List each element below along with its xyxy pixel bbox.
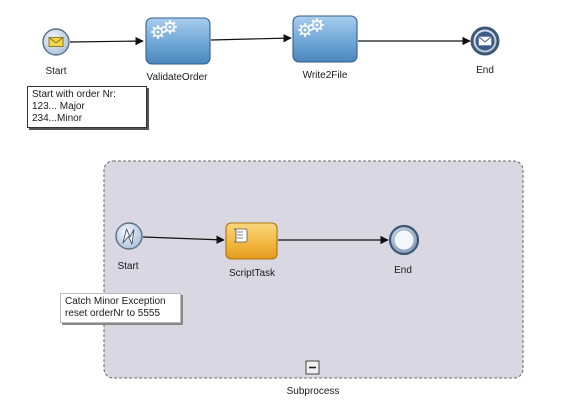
subprocess-start-event[interactable] [115, 222, 143, 250]
flow-start-to-validate[interactable] [69, 36, 144, 46]
annotation-line: Catch Minor Exception [65, 296, 166, 307]
envelope-icon [48, 37, 64, 47]
flow-validate-to-write[interactable] [210, 33, 292, 43]
subprocess-end-event[interactable] [388, 224, 420, 256]
subprocess-container[interactable] [103, 160, 524, 379]
subprocess-annotation[interactable]: Catch Minor Exception reset orderNr to 5… [60, 293, 181, 323]
start-annotation[interactable]: Start with order Nr: 123... Major 234...… [27, 86, 147, 128]
write2file-task[interactable] [292, 15, 358, 63]
subprocess-end-label: End [394, 265, 412, 276]
envelope-icon [478, 36, 492, 46]
script-task-label: ScriptTask [228, 268, 276, 279]
start-event-label: Start [45, 66, 67, 77]
subprocess-collapse-icon[interactable] [305, 360, 320, 375]
error-icon [122, 228, 135, 245]
validate-order-label: ValidateOrder [146, 72, 208, 83]
end-event[interactable] [470, 26, 500, 56]
end-event-label: End [476, 65, 494, 76]
annotation-line: reset orderNr to 5555 [65, 308, 161, 319]
start-event[interactable] [42, 28, 70, 56]
validate-order-task[interactable] [145, 17, 211, 65]
annotation-line: 123... Major [32, 101, 85, 112]
script-icon [233, 228, 248, 243]
annotation-line: 234...Minor [32, 113, 83, 124]
subprocess-label: Subprocess [286, 386, 340, 397]
script-task[interactable] [225, 222, 278, 260]
write2file-label: Write2File [302, 70, 348, 81]
flow-sub-start-to-script[interactable] [142, 235, 225, 244]
subprocess-start-label: Start [117, 261, 139, 272]
annotation-line: Start with order Nr: [32, 89, 116, 100]
